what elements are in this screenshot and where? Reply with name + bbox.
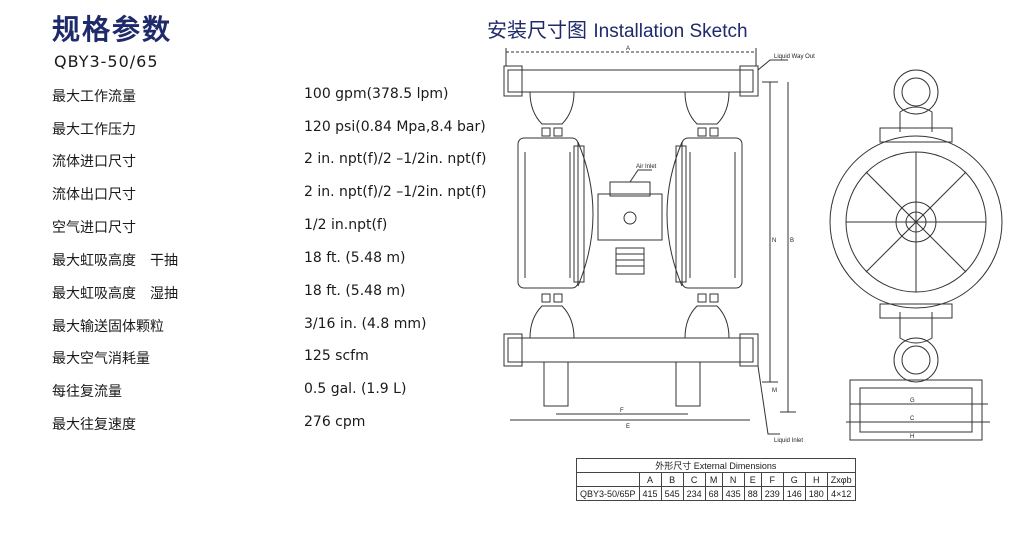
table-header: M (704, 472, 723, 487)
spec-value: 18 ft. (5.48 m) (304, 250, 406, 266)
spec-row: 最大虹吸高度 干抽 18 ft. (5.48 m) (52, 250, 482, 270)
spec-label: 流体进口尺寸 (52, 154, 136, 170)
spec-row: 最大往复速度 276 cpm (52, 414, 482, 434)
sketch-title: 安装尺寸图 Installation Sketch (487, 14, 748, 43)
left-chamber (517, 137, 579, 289)
table-caption: 外形尺寸 External Dimensions (576, 458, 856, 473)
spec-label: 最大输送固体颗粒 (52, 319, 164, 335)
spec-value: 276 cpm (304, 414, 366, 430)
table-header-row: A B C M N E F G H Zxφb (576, 472, 856, 487)
table-cell: 234 (682, 486, 706, 501)
spec-label: 流体出口尺寸 (52, 187, 136, 203)
page-title: 规格参数 (52, 13, 173, 46)
table-header: G (782, 472, 806, 487)
center-valve-block (597, 193, 663, 241)
outlet-manifold (507, 69, 754, 93)
table-row-label: QBY3-50/65P (576, 486, 640, 501)
dim-label-h: H (910, 434, 914, 440)
table-cell: 435 (721, 486, 745, 501)
spec-value: 100 gpm(378.5 lpm) (304, 86, 449, 102)
spec-label: 最大工作压力 (52, 122, 136, 138)
table-cell: 239 (760, 486, 784, 501)
dim-label-n: N (772, 238, 776, 244)
spec-value: 18 ft. (5.48 m) (304, 283, 406, 299)
dim-label-e: E (626, 424, 630, 430)
dim-label-f: F (620, 408, 624, 414)
spec-label: 最大空气消耗量 (52, 351, 150, 367)
table-header: B (660, 472, 684, 487)
table-header: N (721, 472, 745, 487)
table-cell: 415 (638, 486, 662, 501)
spec-value: 0.5 gal. (1.9 L) (304, 381, 407, 397)
table-cell: 88 (743, 486, 762, 501)
table-header: A (638, 472, 662, 487)
liquid-way-out-label: Liquid Way Out (774, 54, 815, 60)
spec-row: 流体进口尺寸 2 in. npt(f)/2 –1/2in. npt(f) (52, 151, 487, 171)
dim-label-g: G (910, 398, 915, 404)
table-cell: 180 (804, 486, 828, 501)
sketch-title-en: Installation Sketch (593, 21, 748, 42)
table-header: Zxφb (826, 472, 856, 487)
table-cell: 68 (704, 486, 723, 501)
side-outlet-port (893, 69, 939, 115)
spec-value: 120 psi(0.84 Mpa,8.4 bar) (304, 119, 486, 135)
table-cell: 146 (782, 486, 806, 501)
spec-value: 125 scfm (304, 348, 369, 364)
muffler (615, 247, 645, 275)
spec-row: 最大空气消耗量 125 scfm (52, 348, 482, 368)
inlet-manifold (507, 337, 754, 363)
table-header-blank (576, 472, 640, 487)
dim-label-a: A (626, 46, 630, 52)
spec-row: 最大输送固体颗粒 3/16 in. (4.8 mm) (52, 316, 482, 336)
table-cell: 545 (660, 486, 684, 501)
table-header: F (760, 472, 784, 487)
spec-value: 1/2 in.npt(f) (304, 217, 388, 233)
installation-sketch: A N B M F E G C H Liquid Way Out Air Inl… (503, 46, 1003, 444)
spec-row: 最大工作流量 100 gpm(378.5 lpm) (52, 86, 482, 106)
spec-row: 空气进口尺寸 1/2 in.npt(f) (52, 217, 482, 237)
air-inlet-label: Air Inlet (636, 164, 657, 170)
table-cell: 4×12 (826, 486, 856, 501)
dim-label-m: M (772, 388, 777, 394)
spec-label: 最大工作流量 (52, 89, 136, 105)
dimensions-table: 外形尺寸 External Dimensions A B C M N E F G… (576, 458, 856, 501)
model-number: QBY3-50/65 (54, 52, 159, 71)
side-inlet-port (893, 337, 939, 383)
spec-value: 2 in. npt(f)/2 –1/2in. npt(f) (304, 184, 487, 200)
table-header: E (743, 472, 762, 487)
liquid-inlet-label: Liquid Inlet (774, 438, 803, 444)
spec-label: 最大虹吸高度 湿抽 (52, 286, 178, 302)
spec-value: 2 in. npt(f)/2 –1/2in. npt(f) (304, 151, 487, 167)
spec-label: 每往复流量 (52, 384, 122, 400)
side-base (849, 379, 983, 441)
spec-row: 每往复流量 0.5 gal. (1.9 L) (52, 381, 482, 401)
spec-label: 空气进口尺寸 (52, 220, 136, 236)
spec-label: 最大往复速度 (52, 417, 136, 433)
spec-row: 最大虹吸高度 湿抽 18 ft. (5.48 m) (52, 283, 482, 303)
spec-row: 流体出口尺寸 2 in. npt(f)/2 –1/2in. npt(f) (52, 184, 487, 204)
table-header: H (804, 472, 828, 487)
spec-value: 3/16 in. (4.8 mm) (304, 316, 427, 332)
spec-label: 最大虹吸高度 干抽 (52, 253, 178, 269)
table-header: C (682, 472, 706, 487)
dim-label-b: B (790, 238, 794, 244)
side-diaphragm-housing (829, 135, 1003, 309)
sketch-title-cn: 安装尺寸图 (487, 18, 587, 42)
spec-row: 最大工作压力 120 psi(0.84 Mpa,8.4 bar) (52, 119, 486, 139)
table-row: QBY3-50/65P 415 545 234 68 435 88 239 14… (576, 486, 856, 501)
dim-label-c: C (910, 416, 915, 422)
right-chamber (681, 137, 743, 289)
